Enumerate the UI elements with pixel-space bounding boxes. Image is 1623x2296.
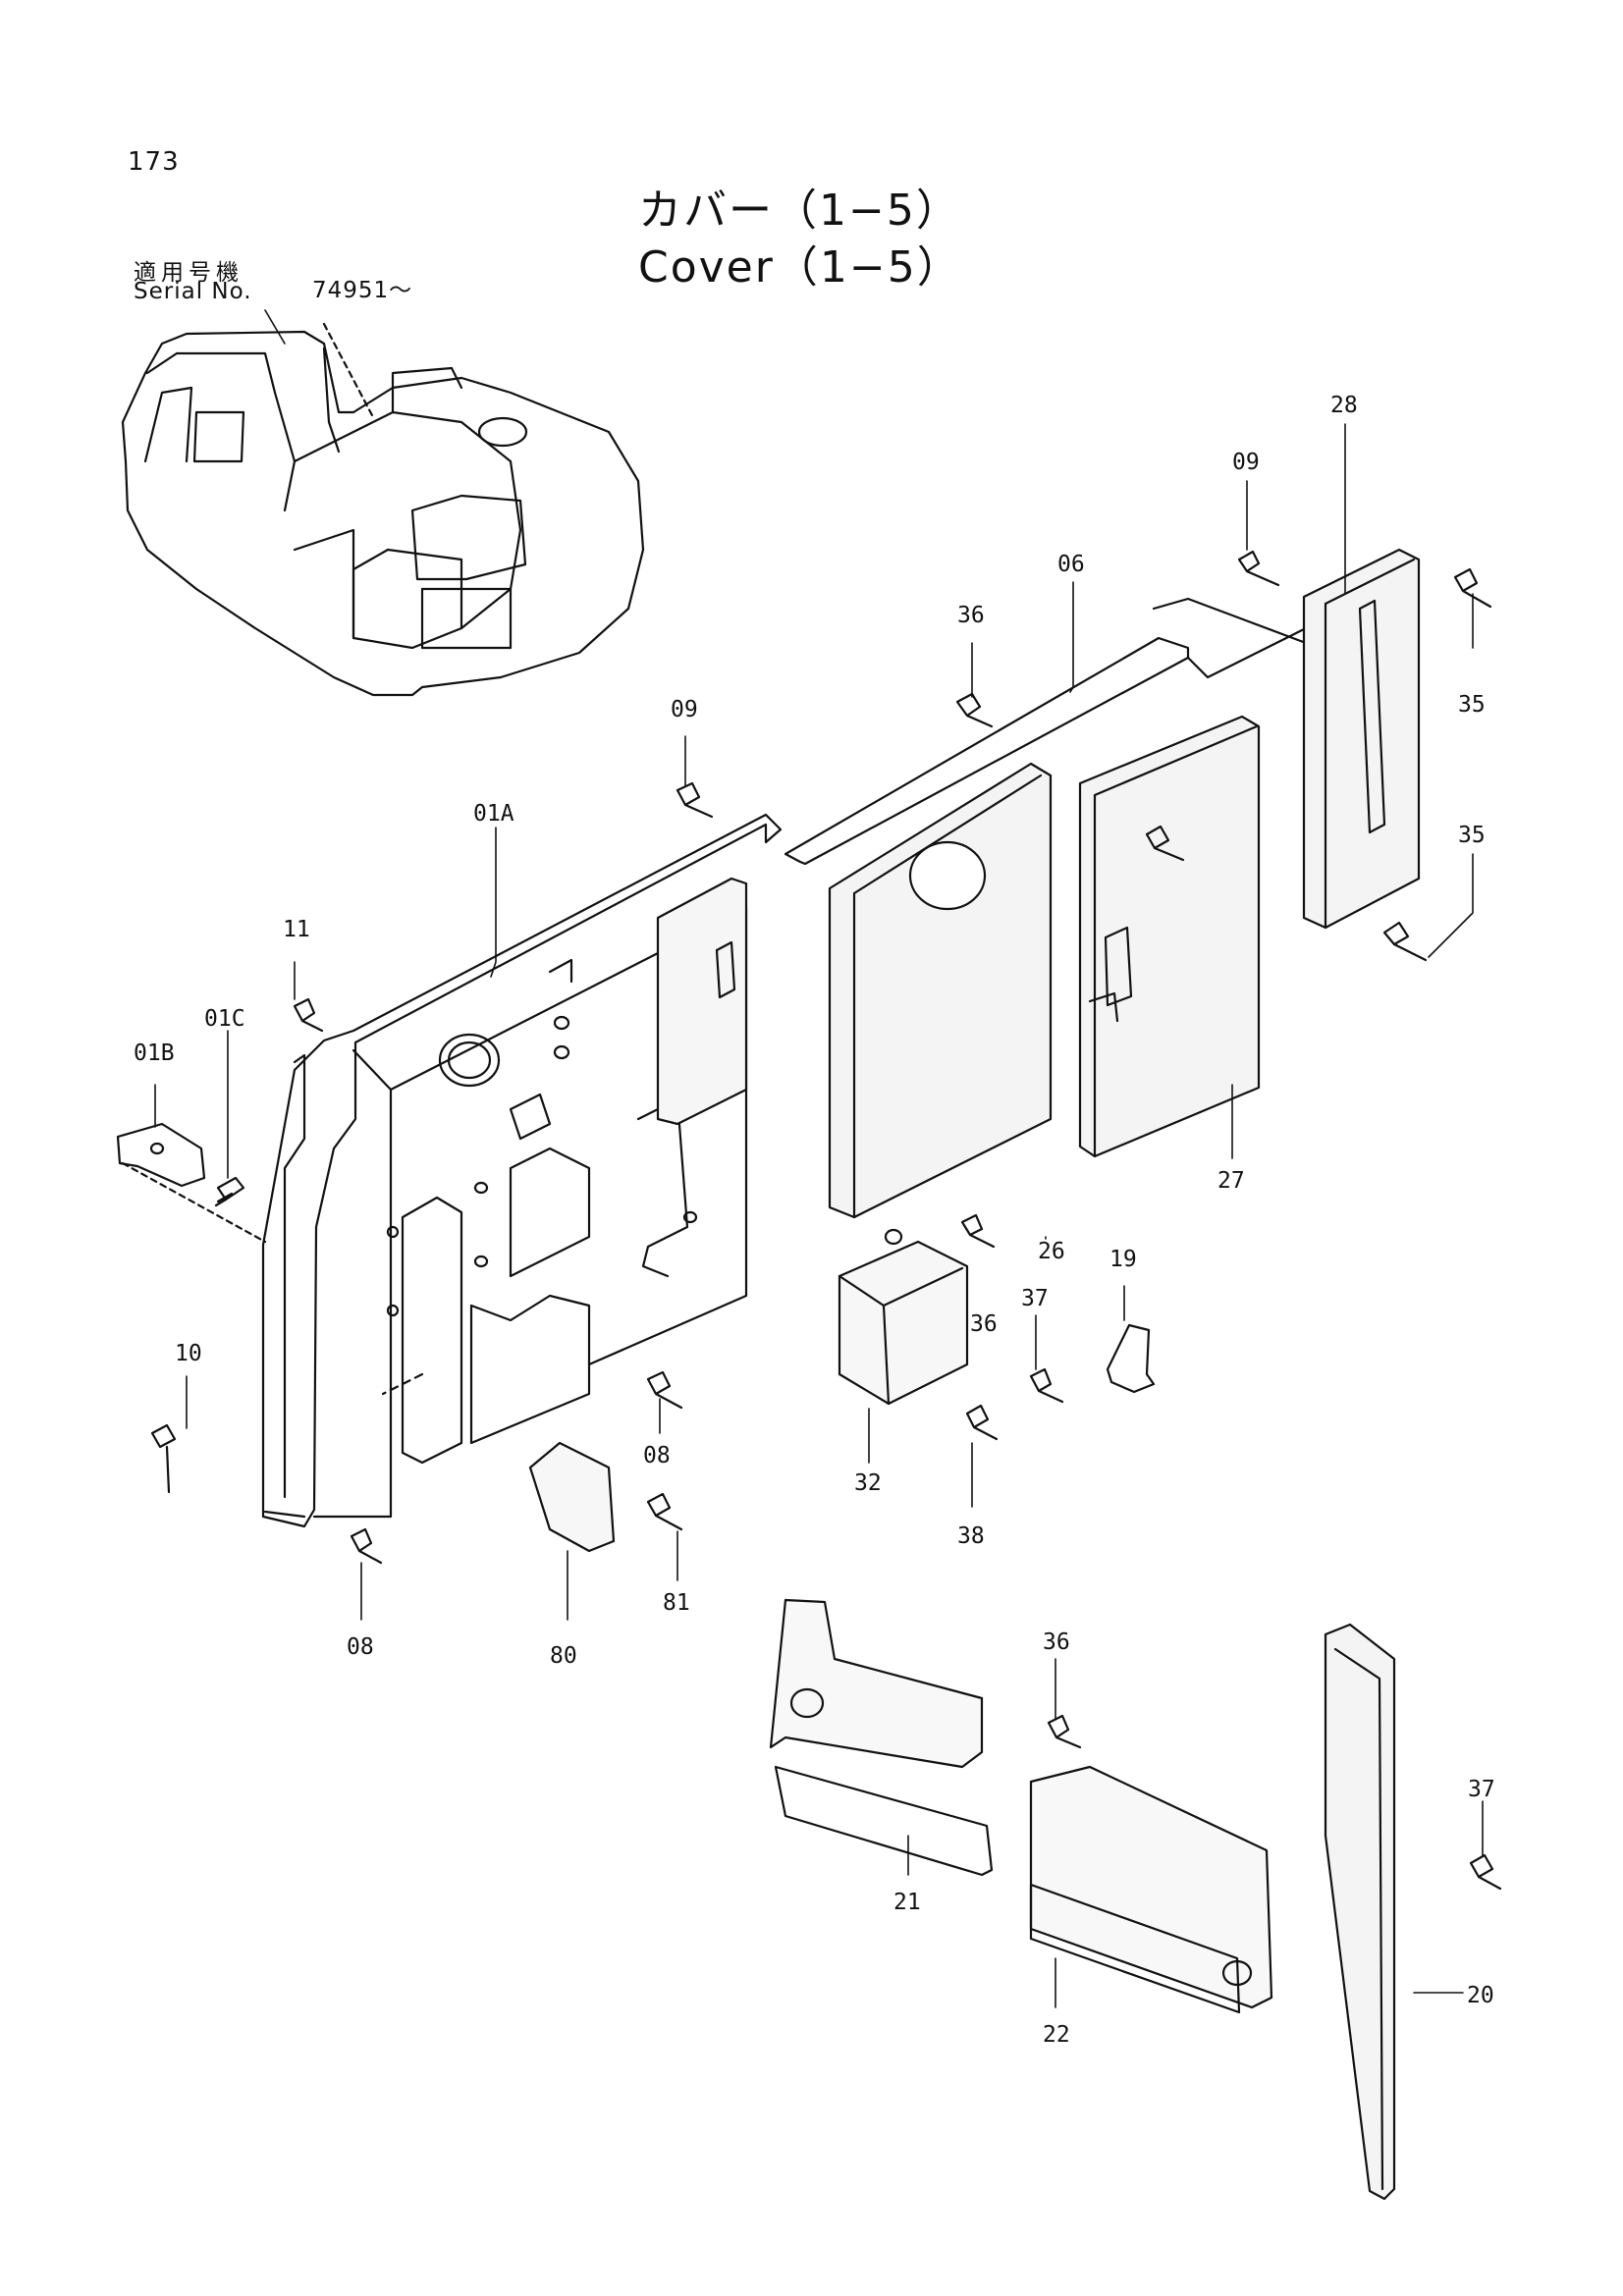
part-26-cover-panel [828,762,1053,1246]
callout-26: 26 [1038,1239,1065,1264]
callout-01c: 01C [204,1006,245,1032]
part-01c-bolt [214,1176,245,1207]
callout-01b: 01B [134,1041,175,1066]
callout-27: 27 [1217,1168,1245,1194]
part-01a-main-panel [261,813,783,1528]
serial-label-english: Serial No. [134,279,252,304]
part-01b-bracket [116,1122,267,1244]
callout-36-lower: 36 [1043,1629,1070,1655]
part-21-lower-bracket [769,1598,994,1877]
callout-36-middle: 36 [970,1311,998,1337]
callout-35-upper: 35 [1458,692,1486,718]
part-20-vertical-rail [1324,1623,1396,2201]
callout-10: 10 [175,1341,202,1366]
callout-08-lower: 08 [347,1634,374,1660]
callout-36-upper: 36 [957,603,985,628]
callout-32: 32 [854,1470,882,1496]
part-06-bracket [784,597,1308,866]
callout-81: 81 [663,1590,690,1616]
callout-38: 38 [957,1523,985,1549]
callout-22: 22 [1043,2022,1070,2048]
leader-lines [154,423,1484,2008]
page-number: 173 [128,147,180,177]
callout-09-upper: 09 [1232,450,1260,475]
callout-80: 80 [550,1643,577,1669]
callout-20: 20 [1467,1983,1494,2008]
part-22-lower-panel [1029,1765,1273,2014]
serial-number-value: 74951〜 [312,278,413,303]
callout-35-lower: 35 [1458,823,1486,848]
part-80-holder [528,1441,616,1553]
callout-01a: 01A [473,801,514,827]
callout-37-lower: 37 [1468,1777,1495,1802]
callout-08-middle: 08 [643,1443,671,1468]
callout-19: 19 [1109,1247,1137,1272]
part-01a-insulation-panel [656,877,748,1126]
title-japanese: カバー（1−5） [638,186,961,236]
part-28-side-cover [1302,548,1421,930]
callout-21: 21 [893,1890,921,1915]
title-english: Cover（1−5） [638,242,962,293]
machine-overview-sketch [121,309,645,697]
part-19-bracket [1106,1323,1156,1394]
serial-label-japanese: 適用号機 [134,260,243,286]
part-32-box-cover [838,1240,969,1406]
callout-09-middle: 09 [671,697,698,722]
callout-labels: 28 09 35 35 06 36 09 01A 11 01C 01B 27 2… [134,393,1495,2048]
callout-11: 11 [283,917,310,942]
callout-28: 28 [1330,393,1358,418]
callout-37-upper: 37 [1021,1286,1049,1311]
callout-06: 06 [1057,552,1085,577]
part-27-door-panel [1078,715,1261,1158]
bolt-group [150,550,1502,1891]
